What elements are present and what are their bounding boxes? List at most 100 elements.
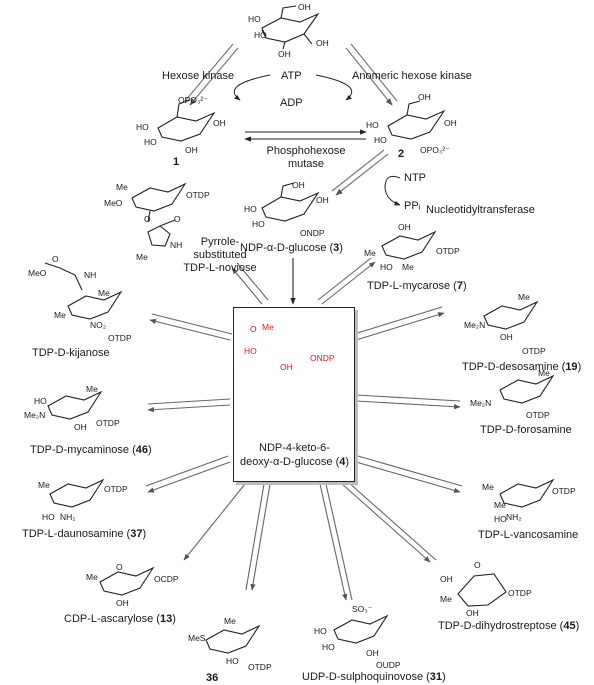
dihydrostreptose-ring — [457, 573, 507, 607]
sulphoquinovose-oh: OH — [366, 648, 379, 658]
kijanose-nh: NH — [84, 270, 97, 280]
daunosamine-ho: HO — [42, 512, 55, 522]
center-ho: HO — [244, 346, 257, 356]
glucose-oh-5: OH — [278, 49, 291, 59]
cmpd2-opo3: OPO₃²⁻ — [420, 145, 450, 155]
cmpd36-ho: HO — [226, 656, 239, 666]
sulphoquinovose-ho-b: HO — [322, 642, 335, 652]
cmpd36-number: 36 — [206, 672, 219, 684]
cmpd2-oh-a: OH — [418, 92, 431, 102]
mycaminose-label: TDP-D-mycaminose (46) — [30, 444, 152, 456]
dihydrostreptose-otdp: OTDP — [508, 588, 532, 598]
cmpd1-oh-a: OH — [213, 118, 226, 128]
cmpd36-me: Me — [224, 616, 236, 626]
dihydrostreptose-label: TDP-D-dihydrostreptose (45) — [438, 620, 580, 632]
compound-1-structure — [157, 99, 216, 142]
dihydrostreptose-oh-a: OH — [440, 574, 453, 584]
mutase-label: mutase — [287, 158, 325, 170]
desosamine-label: TDP-D-desosamine (19) — [462, 361, 582, 373]
forosamine-otdp: OTDP — [526, 410, 550, 420]
kijanose-label: TDP-D-kijanose — [32, 347, 110, 359]
adp-label: ADP — [280, 97, 303, 109]
ntp-curve — [384, 175, 401, 206]
noviose-me-b: Me — [136, 252, 148, 262]
center-compound-box — [233, 307, 355, 482]
atp-label: ATP — [281, 70, 302, 82]
mycaminose-me: Me — [86, 384, 98, 394]
mycarose-me-a: Me — [364, 248, 376, 258]
mycarose-label: TDP-L-mycarose (7) — [367, 280, 467, 292]
dihydrostreptose-oh-b: OH — [466, 608, 479, 618]
sulphoquinovose-oudp: OUDP — [376, 660, 401, 670]
ndp-glucose-label: NDP-α-D-glucose (3) — [240, 242, 343, 254]
noviose-label-2: substituted — [193, 249, 247, 261]
center-me: Me — [262, 322, 274, 332]
dihydrostreptose-me: Me — [440, 594, 452, 604]
glucose-oh-1: HO — [248, 14, 261, 24]
mycarose-ring — [381, 230, 437, 260]
vancosamine-me-a: Me — [482, 482, 494, 492]
ascarylose-ring — [99, 566, 155, 596]
vancosamine-ho: HO — [494, 514, 507, 524]
compound-2-structure — [387, 100, 446, 140]
mycarose-oh: OH — [398, 222, 411, 232]
daunosamine-label: TDP-L-daunosamine (37) — [22, 528, 147, 540]
vancosamine-ring — [499, 478, 555, 508]
ndp-glucose-structure — [261, 182, 320, 222]
daunosamine-me: Me — [38, 480, 50, 490]
forosamine-ring — [499, 374, 555, 404]
vancosamine-nh2: NH₂ — [506, 512, 522, 522]
ascarylose-ocdp: OCDP — [154, 574, 179, 584]
kijanose-no2: NO₂ — [90, 320, 107, 330]
sulphoquinovose-ring — [333, 614, 389, 644]
desosamine-otdp: OTDP — [522, 346, 546, 356]
center-label-line1: NDP-4-keto-6- — [259, 442, 330, 454]
noviose-co-o: O — [174, 214, 181, 224]
forosamine-label: TDP-D-forosamine — [480, 424, 572, 436]
mycaminose-ring — [47, 390, 103, 420]
ndpglc-oh-b: OH — [316, 195, 329, 205]
glucose-oh-2: HO — [254, 30, 267, 40]
glucose-oh-4: OH — [316, 38, 329, 48]
mycaminose-otdp: OTDP — [96, 418, 120, 428]
desosamine-me: Me — [518, 292, 530, 302]
ascarylose-o: O — [116, 562, 123, 572]
noviose-label-3: TDP-L-noviose — [183, 262, 257, 274]
forosamine-me2n: Me₂N — [470, 398, 492, 408]
hexose-kinase-label: Hexose kinase — [162, 70, 235, 82]
mycarose-me-b: Me — [402, 262, 414, 272]
cmpd36-mes: MeS — [188, 633, 206, 643]
sulphoquinovose-ho-a: HO — [314, 626, 327, 636]
cmpd2-ho-b: HO — [374, 135, 387, 145]
anomeric-kinase-arrows — [345, 43, 398, 106]
ndpglc-ondp: ONDP — [300, 228, 325, 238]
cmpd2-number: 2 — [398, 148, 405, 160]
phosphohexose-label: Phosphohexose — [266, 145, 346, 157]
center-label-line2: deoxy-α-D-glucose (4) — [239, 456, 350, 468]
glucose-oh-3: OH — [298, 2, 311, 12]
forosamine-me: Me — [538, 368, 550, 378]
nucleotidyltransferase-label: Nucleotidyltransferase — [426, 204, 535, 216]
ntp-label: NTP — [404, 172, 426, 184]
cmpd36-otdp: OTDP — [248, 662, 272, 672]
cmpd1-number: 1 — [173, 156, 180, 168]
vancosamine-me-b: Me — [494, 500, 506, 510]
noviose-me-a: Me — [116, 182, 128, 192]
noviose-label-1: Pyrrole- — [200, 236, 240, 248]
cmpd1-ho-b: HO — [144, 137, 157, 147]
kijanose-otdp: OTDP — [108, 333, 132, 343]
cmpd2-oh-b: OH — [444, 118, 457, 128]
radiating-arrows — [145, 257, 463, 601]
daunosamine-otdp: OTDP — [104, 484, 128, 494]
cmpd2-ho-a: HO — [366, 120, 379, 130]
ascarylose-label: CDP-L-ascarylose (13) — [64, 613, 176, 625]
center-o: O — [250, 324, 257, 334]
noviose-pyrrole — [147, 225, 171, 247]
mycarose-otdp: OTDP — [436, 246, 460, 256]
ndpglc-ho-a: HO — [244, 204, 257, 214]
mycaminose-oh: OH — [74, 422, 87, 432]
kijanose-meo: MeO — [28, 268, 47, 278]
sulphoquinovose-label: UDP-D-sulphoquinovose (31) — [302, 671, 446, 683]
kijanose-me-a: Me — [98, 288, 110, 298]
